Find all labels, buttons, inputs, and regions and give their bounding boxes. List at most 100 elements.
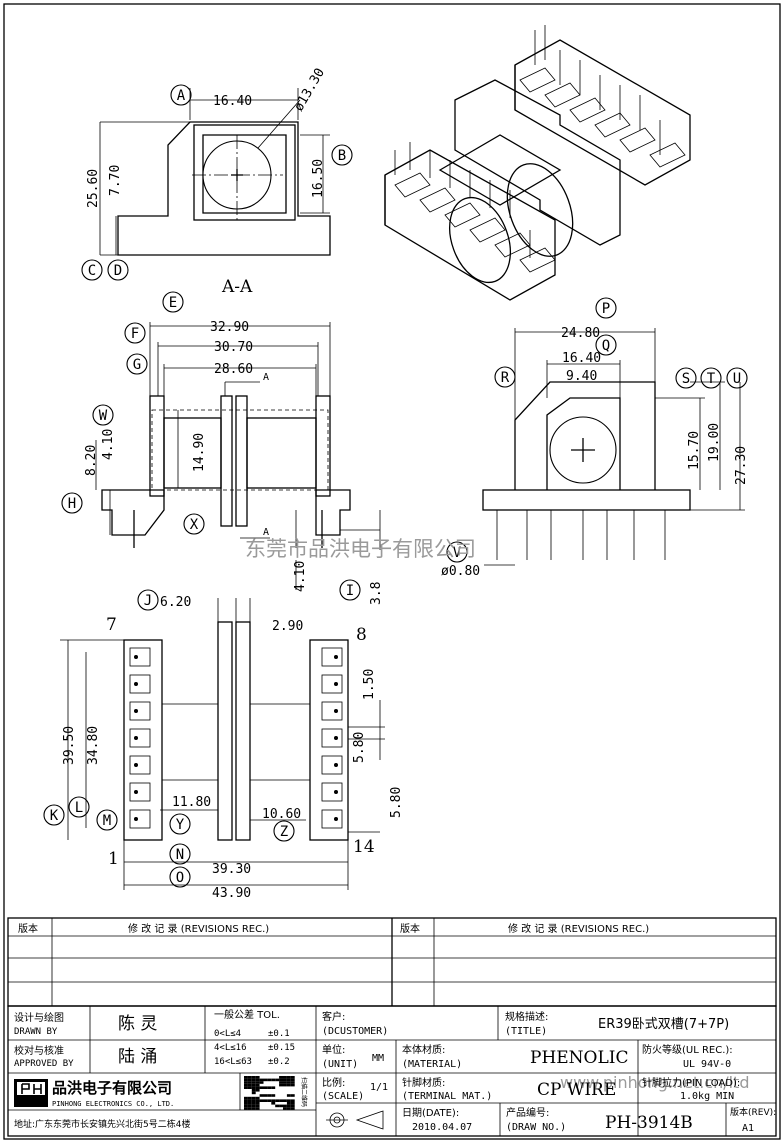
dim-pin-diameter: ø0.80 <box>441 564 480 579</box>
qr-module <box>259 1094 264 1097</box>
qr-module <box>244 1107 248 1110</box>
left-pin-pad <box>129 782 151 802</box>
qr-module <box>251 1096 256 1100</box>
marker-f: F <box>131 326 139 342</box>
left-pin-hole <box>134 817 138 821</box>
company-name-en: PINHONG ELECTRONICS CO., LTD. <box>52 1100 174 1108</box>
marker-z: Z <box>280 824 288 840</box>
qr-module <box>247 1081 252 1084</box>
dim-39-50: 39.50 <box>62 726 77 765</box>
material-label-cn: 本体材质: <box>402 1043 445 1056</box>
qr-module <box>247 1096 252 1100</box>
dim-34-80: 34.80 <box>86 726 101 765</box>
qr-note: 扫描二维码 <box>300 1077 308 1107</box>
right-pin-hole <box>334 817 338 821</box>
watermark-company: 东莞市品洪电子有限公司 <box>245 537 476 561</box>
marker-i: I <box>346 583 354 599</box>
tol-range-3: 16<L≤63 <box>214 1057 252 1067</box>
dim-43-90: 43.90 <box>212 886 251 901</box>
marker-e: E <box>169 295 177 311</box>
qr-module <box>279 1099 283 1102</box>
dim-30-70: 30.70 <box>214 340 253 355</box>
rev-right-records-header: 修 改 记 录 (REVISIONS REC.) <box>508 922 649 935</box>
qr-module <box>286 1081 291 1084</box>
left-pin-hole <box>134 790 138 794</box>
qr-module <box>259 1086 264 1089</box>
qr-module <box>247 1083 252 1087</box>
dim-4-10-bottom: 4.10 <box>293 561 308 592</box>
customer-label-en: (DCUSTOMER) <box>322 1026 388 1037</box>
rev-label: 版本(REV): <box>730 1106 776 1118</box>
qr-module <box>283 1099 287 1102</box>
qr-module <box>255 1096 260 1100</box>
qr-module <box>290 1099 295 1102</box>
qr-module <box>283 1076 287 1079</box>
right-pin-hole <box>334 655 338 659</box>
title-block: 设计与绘图 DRAWN BY 陈 灵 校对与核准 APPROVED BY 陆 涌… <box>7 1005 777 1137</box>
left-pin-pad <box>129 647 151 667</box>
dim-9-40: 9.40 <box>566 369 597 384</box>
left-pin-pad <box>129 674 151 694</box>
pinload-label: 针脚拉力(PIN LOAD): <box>642 1076 740 1089</box>
qr-module <box>247 1078 252 1082</box>
projection-symbol <box>326 1110 384 1130</box>
isometric-view <box>384 25 691 301</box>
qr-module <box>255 1102 260 1105</box>
tol-val-1: ±0.1 <box>268 1029 290 1039</box>
qr-module <box>283 1104 287 1108</box>
fire-label: 防火等级(UL REC.): <box>642 1043 733 1056</box>
marker-r: R <box>501 370 510 386</box>
left-pin-pad <box>129 701 151 721</box>
section-label: A-A <box>221 277 253 297</box>
material-value: PHENOLIC <box>530 1048 629 1068</box>
terminal-value: CP WIRE <box>537 1080 616 1100</box>
qr-module <box>267 1086 272 1089</box>
left-pin-pad <box>129 809 151 829</box>
marker-circle-m <box>96 809 118 831</box>
company-address: 地址:广东东莞市长安镇先兴北街5号二栋4楼 <box>14 1118 191 1130</box>
marker-n: N <box>176 847 184 863</box>
qr-module <box>251 1076 256 1079</box>
right-pin-pad <box>321 701 343 721</box>
qr-module <box>290 1107 295 1110</box>
marker-circle-x <box>183 513 205 535</box>
marker-circle-j <box>137 589 159 611</box>
dim-15-70: 15.70 <box>687 431 702 470</box>
left-pin-hole <box>134 763 138 767</box>
marker-k: K <box>50 808 59 824</box>
qr-module <box>251 1104 256 1108</box>
unit-label-en: (UNIT) <box>322 1059 358 1070</box>
qr-module <box>283 1107 287 1110</box>
marker-circle-g <box>126 353 148 375</box>
qr-module <box>244 1104 248 1108</box>
qr-code-icon <box>244 1076 295 1110</box>
dim-5-80-bottom: 5.80 <box>389 787 404 818</box>
marker-circle-i <box>339 579 361 601</box>
scale-label-cn: 比例: <box>322 1076 345 1089</box>
dim-11-80: 11.80 <box>172 795 211 810</box>
dim-2-90: 2.90 <box>272 619 303 634</box>
qr-module <box>290 1078 295 1082</box>
marker-h: H <box>68 496 76 512</box>
right-pin-pad <box>321 647 343 667</box>
qr-module <box>286 1099 291 1102</box>
right-pin-hole <box>334 790 338 794</box>
drawno-label-en: (DRAW NO.) <box>506 1122 566 1133</box>
left-pin-pad <box>129 728 151 748</box>
right-pin-hole <box>334 736 338 740</box>
qr-module <box>251 1086 256 1089</box>
qr-module <box>263 1094 268 1097</box>
qr-module <box>247 1099 252 1102</box>
pin-label-14: 14 <box>353 837 375 857</box>
rev-left-version-header: 版本 <box>18 922 38 935</box>
marker-b: B <box>338 148 346 164</box>
marker-circle-q <box>595 334 617 356</box>
qr-module <box>244 1078 248 1082</box>
terminal-label-cn: 针脚材质: <box>402 1076 445 1089</box>
pin-label-7: 7 <box>106 615 117 635</box>
right-pin-hole <box>334 709 338 713</box>
marker-circle-f <box>124 322 146 344</box>
qr-module <box>263 1086 268 1089</box>
marker-u: U <box>733 371 741 387</box>
